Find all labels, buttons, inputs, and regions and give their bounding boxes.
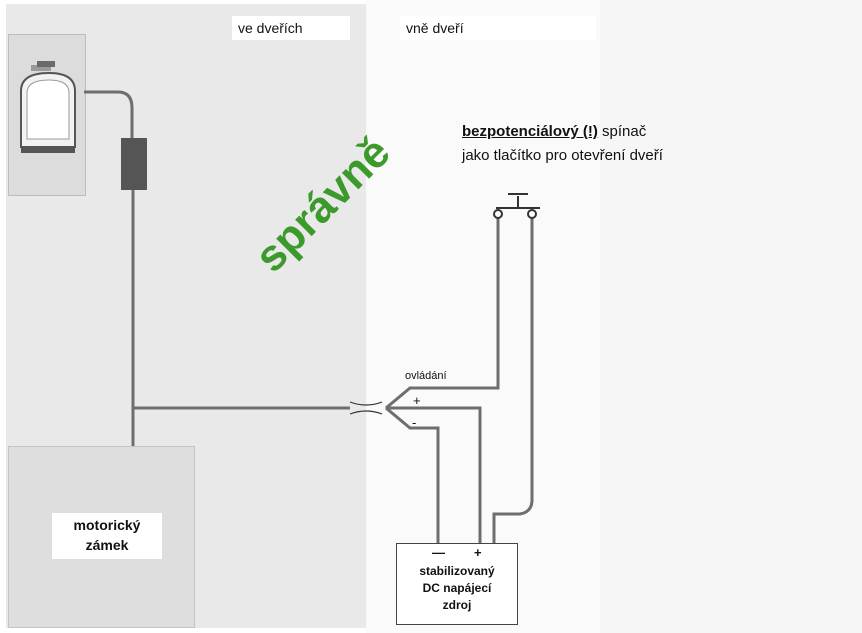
push-button-switch-icon [493,193,540,219]
switch-supply-wire [492,218,534,543]
switch-description-line2: jako tlačítko pro otevření dveří [462,147,663,164]
psu-minus-terminal: — [432,545,445,560]
psu-label-line2: DC napájecí [422,581,492,595]
psu-label-line1: stabilizovaný [419,564,495,578]
motor-lock-label-line1: motorický [73,517,141,533]
minus-wire [385,406,440,543]
potential-free-label: bezpotenciálový (!) [462,123,598,140]
outside-door-label: vně dveří [400,16,596,40]
motor-lock-label: motorický zámek [52,513,162,559]
plus-wire-label: + [413,393,421,408]
cable-split-connector [349,401,383,415]
switch-description-line1: bezpotenciálový (!) spínač [462,120,762,144]
motor-lock-label-line2: zámek [85,537,129,553]
control-wire-label: ovládání [405,370,447,382]
switch-description: bezpotenciálový (!) spínač jako tlačítko… [462,120,762,172]
door-handle-plate [8,34,86,196]
door-handle-icon [20,61,76,153]
control-wire [385,218,500,410]
plus-wire [386,406,482,543]
psu-label-line3: zdroj [442,598,472,612]
background-faint-block [600,0,862,633]
switch-label: spínač [597,123,647,140]
handle-cable [84,90,134,138]
dc-power-supply-label: stabilizovaný DC napájecí zdroj [396,563,518,614]
dc-power-supply-box [396,543,518,625]
cable-connector [121,138,147,190]
psu-plus-terminal: + [474,545,482,560]
minus-wire-label: - [412,415,417,430]
inside-door-label: ve dveřích [232,16,350,40]
